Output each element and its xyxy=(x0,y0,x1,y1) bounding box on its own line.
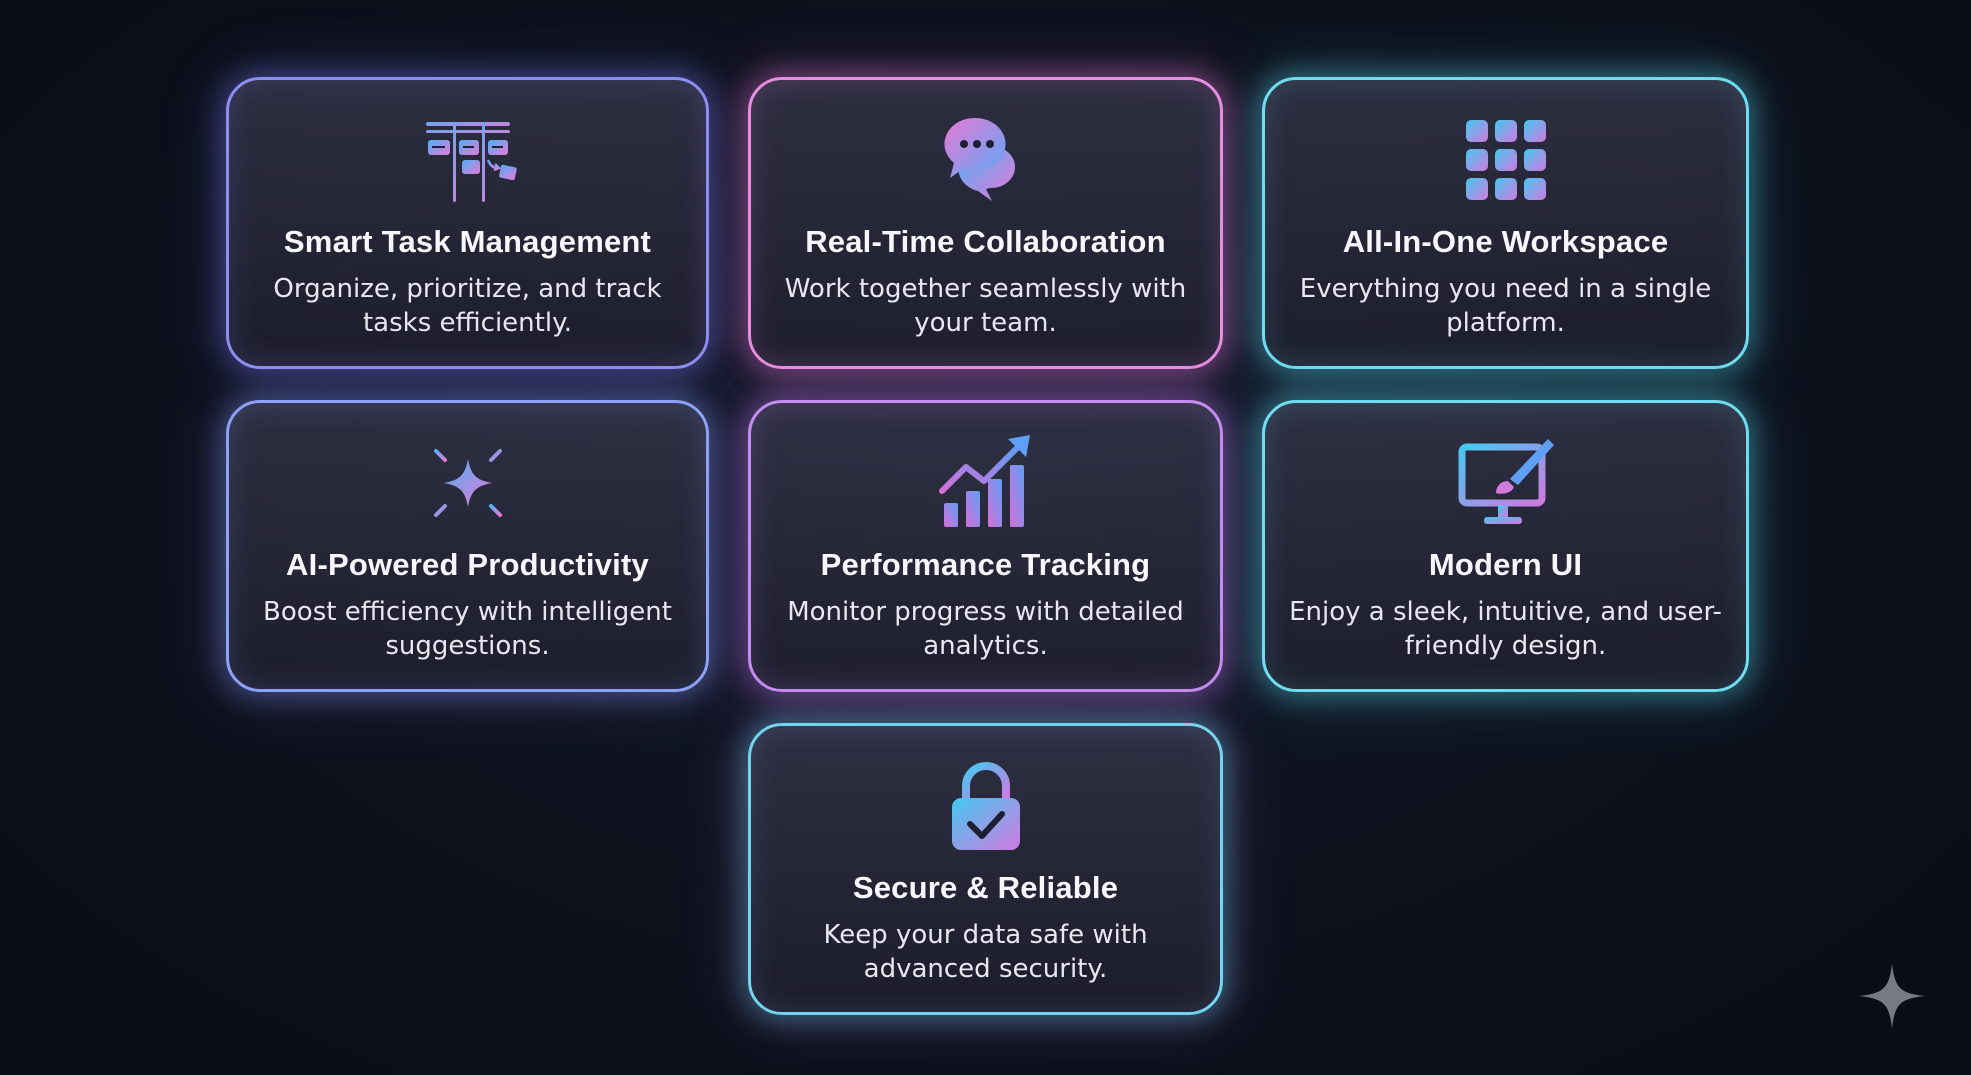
kanban-board-icon xyxy=(418,110,518,210)
sparkle-icon xyxy=(418,433,518,533)
monitor-paintbrush-icon xyxy=(1456,433,1556,533)
feature-card-workspace: All-In-One Workspace Everything you need… xyxy=(1262,77,1749,369)
card-description: Everything you need in a single platform… xyxy=(1299,274,1712,338)
feature-card-collaboration: Real-Time Collaboration Work together se… xyxy=(748,77,1223,369)
app-grid-icon xyxy=(1456,110,1556,210)
four-point-star-icon xyxy=(1858,962,1926,1030)
card-title: Performance Tracking xyxy=(820,547,1151,582)
card-description: Enjoy a sleek, intuitive, and user-frien… xyxy=(1289,597,1722,661)
feature-card-performance: Performance Tracking Monitor progress wi… xyxy=(748,400,1223,692)
card-title: Smart Task Management xyxy=(283,224,652,259)
card-description: Keep your data safe with advanced securi… xyxy=(823,920,1148,984)
feature-card-modern-ui: Modern UI Enjoy a sleek, intuitive, and … xyxy=(1262,400,1749,692)
card-description: Monitor progress with detailed analytics… xyxy=(787,597,1184,661)
feature-card-ai-productivity: AI-Powered Productivity Boost efficiency… xyxy=(226,400,709,692)
card-title: All-In-One Workspace xyxy=(1342,224,1669,259)
card-description: Boost efficiency with intelligent sugges… xyxy=(263,597,672,661)
card-description: Organize, prioritize, and track tasks ef… xyxy=(273,274,662,338)
card-title: AI-Powered Productivity xyxy=(286,547,649,582)
card-description: Work together seamlessly with your team. xyxy=(784,274,1187,338)
growth-chart-icon xyxy=(936,433,1036,533)
feature-card-security: Secure & Reliable Keep your data safe wi… xyxy=(748,723,1223,1015)
card-title: Modern UI xyxy=(1428,547,1583,582)
padlock-check-icon xyxy=(936,756,1036,856)
feature-card-task-management: Smart Task Management Organize, prioriti… xyxy=(226,77,709,369)
chat-bubbles-icon xyxy=(936,110,1036,210)
card-title: Secure & Reliable xyxy=(852,870,1119,905)
card-title: Real-Time Collaboration xyxy=(805,224,1166,259)
